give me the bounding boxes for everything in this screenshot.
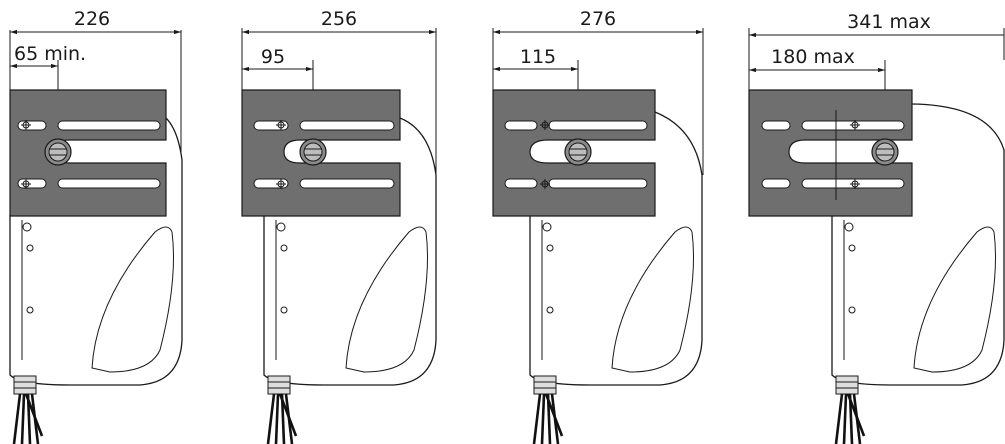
total-width-label: 276 (580, 8, 616, 30)
total-width-label: 226 (74, 8, 110, 30)
mounting-unit-4: 341 max 180 max (748, 11, 1005, 444)
total-width-label: 256 (321, 8, 357, 30)
mounting-bracket (748, 89, 913, 217)
mounting-unit-3: 276 115 (492, 8, 704, 444)
total-width-label: 341 max (847, 11, 931, 33)
mounting-unit-1: 226 65 min. (9, 8, 183, 444)
mounting-bracket (492, 89, 656, 217)
cable-gland (266, 375, 298, 444)
total-width-dimension: 256 (241, 8, 437, 175)
total-width-dimension: 276 (492, 8, 704, 175)
mounting-unit-2: 256 95 (241, 8, 437, 444)
housing (263, 117, 437, 386)
offset-label: 65 min. (14, 43, 86, 65)
adjustment-knob (44, 138, 72, 166)
total-width-dimension: 226 (9, 8, 182, 160)
offset-label: 180 max (771, 46, 855, 68)
housing (831, 103, 1005, 386)
cable-gland (834, 375, 866, 444)
housing (529, 111, 703, 386)
adjustment-knob (564, 138, 592, 166)
mounting-bracket (241, 89, 401, 217)
adjustment-knob (299, 138, 327, 166)
offset-label: 115 (520, 46, 556, 68)
cable-gland (12, 375, 44, 444)
cable-gland (532, 375, 564, 444)
total-width-dimension: 341 max (748, 11, 1005, 90)
adjustment-knob (871, 138, 899, 166)
offset-label: 95 (261, 46, 285, 68)
